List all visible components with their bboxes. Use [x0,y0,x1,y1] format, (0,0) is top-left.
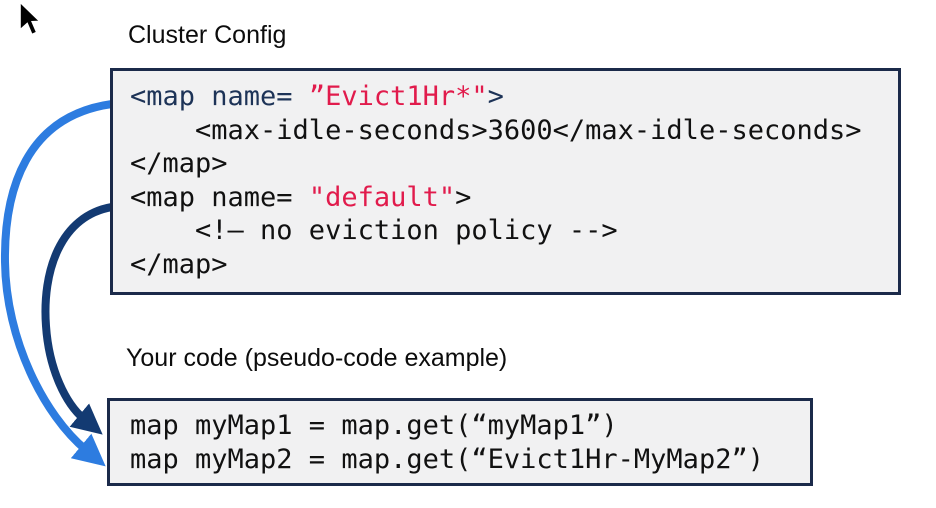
code-line: <map name= ”Evict1Hr*"> [130,80,898,114]
code-line: map myMap2 = map.get(“Evict1Hr-MyMap2”) [130,443,810,477]
code-token: <map name= [130,81,309,112]
code-line: map myMap1 = map.get(“myMap1”) [130,409,810,443]
code-line: <max-idle-seconds>3600</max-idle-seconds… [130,114,898,148]
code-token: map myMap2 = map.get(“Evict1Hr-MyMap2”) [130,443,764,475]
code-token: <max-idle-seconds>3600</max-idle-seconds… [130,114,862,146]
code-token: ”Evict1Hr*" [308,81,488,112]
code-line: <map name= "default"> [130,181,898,215]
code-token: </map> [130,248,228,280]
code-token: map myMap1 = map.get(“myMap1”) [130,410,618,441]
your-code-title: Your code (pseudo-code example) [126,344,508,372]
code-token: > [455,181,472,213]
arrow-evict-config-to-mymap2 [0,100,116,467]
code-line: <!– no eviction policy --> [130,214,898,248]
code-line: </map> [130,147,898,181]
code-token: <!– no eviction policy --> [130,215,618,247]
mouse-cursor-icon [19,1,42,36]
code-line: </map> [130,248,898,282]
your-code-box: map myMap1 = map.get(“myMap1”)map myMap2… [107,398,813,486]
code-token: > [487,81,504,112]
code-token: <map name= [130,181,309,213]
cluster-config-code-box: <map name= ”Evict1Hr*"> <max-idle-second… [110,68,901,295]
code-token: "default" [308,181,456,213]
arrow-default-config-to-mymap1 [41,203,116,435]
cluster-config-title: Cluster Config [128,21,287,49]
code-token: </map> [130,148,228,180]
